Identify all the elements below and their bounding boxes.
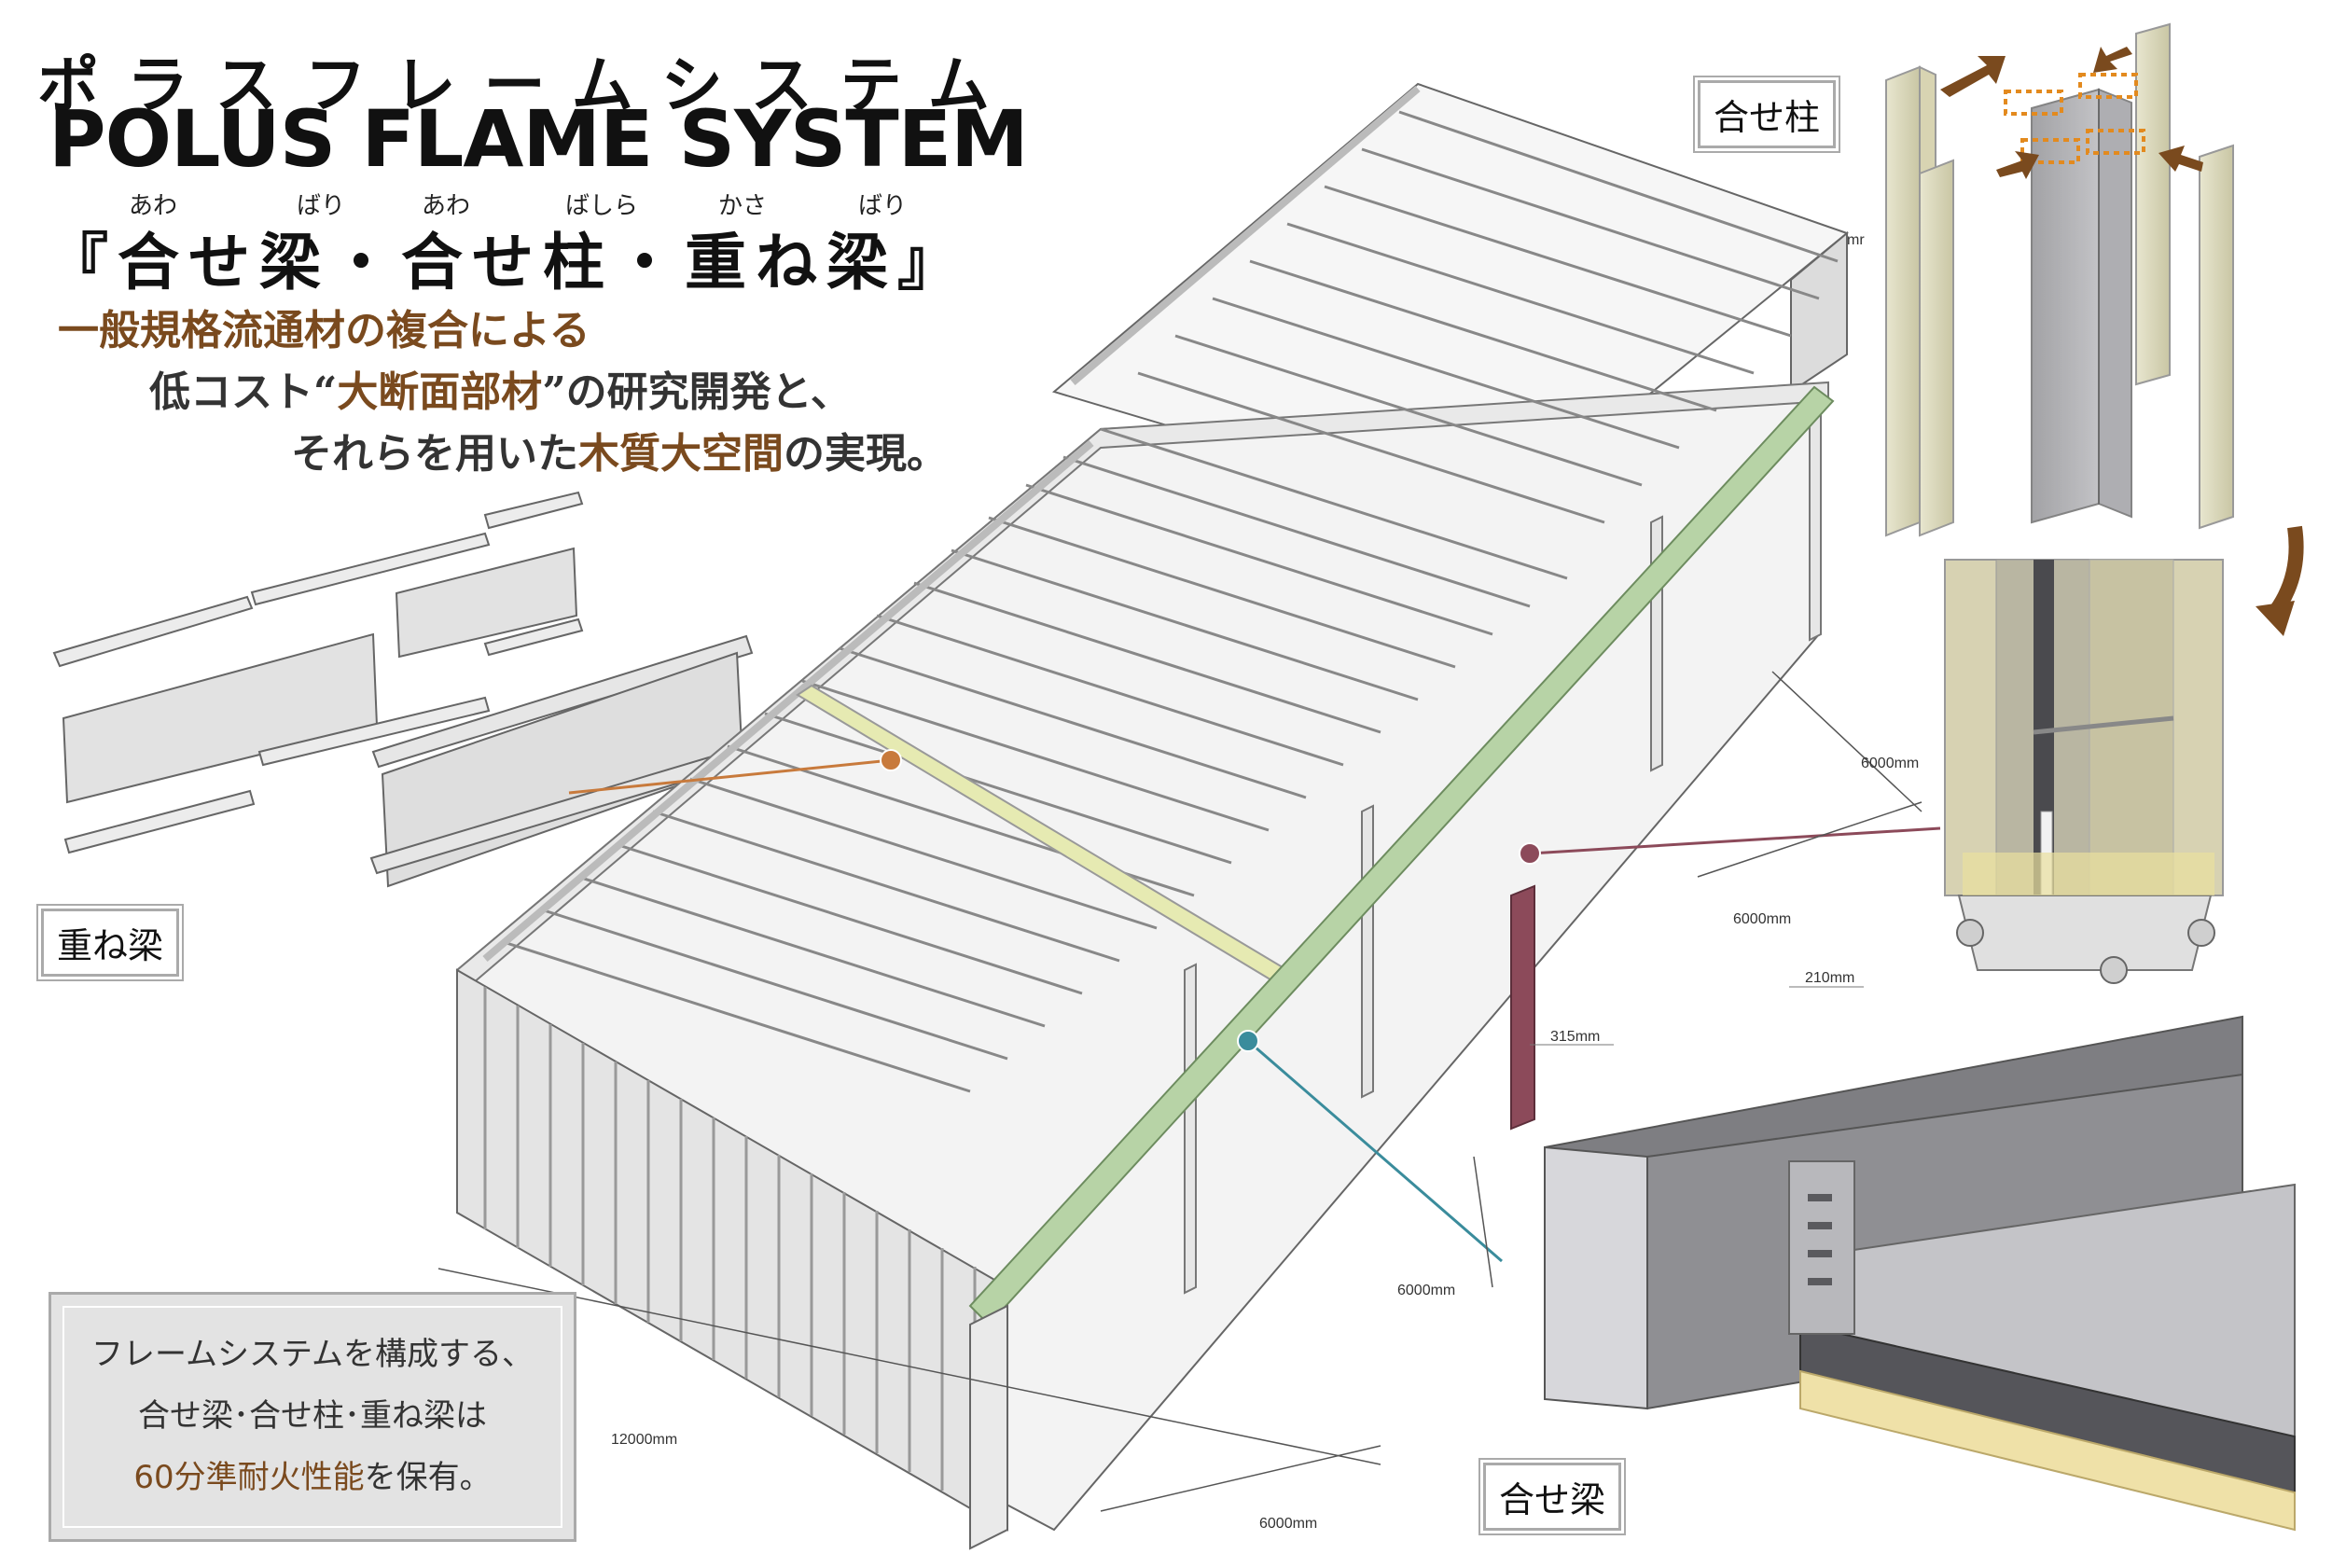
dim-6000-right: 6000mm xyxy=(1733,911,1791,927)
sub-title: 『合せ梁・合せ柱・重ね梁』 xyxy=(47,226,968,298)
dim-6000-mid: 6000mm xyxy=(1397,1283,1455,1298)
tagline-line2-highlight: 大断面部材 xyxy=(337,368,543,416)
composite-column-exploded xyxy=(1885,22,2234,537)
tagline-line2-post: ”の研究開発と、 xyxy=(542,368,852,416)
kana-title: ポラスフレームシステム xyxy=(37,49,1018,121)
dim-315: 315mm xyxy=(1550,1029,1600,1045)
label-composite-beam: 合せ梁 xyxy=(1483,1463,1622,1531)
tagline-line3-highlight: 木質大空間 xyxy=(578,430,784,478)
dim-210: 210mm xyxy=(1805,970,1854,986)
stacked-beam-parts xyxy=(52,491,754,888)
building-frame xyxy=(455,82,1850,1550)
dim-6000-bottom: 6000mm xyxy=(1259,1516,1317,1532)
dim-mr: mr xyxy=(1847,232,1865,248)
note-line3-post: を保有。 xyxy=(364,1459,492,1496)
ruby-bari-1: ばり xyxy=(297,192,346,220)
note-line1: フレームシステムを構成する、 xyxy=(91,1336,534,1373)
tagline-line2: 低コスト“大断面部材”の研究開発と、 xyxy=(149,358,852,418)
composite-column-highlight xyxy=(1510,884,1535,1131)
ruby-awa-2: あわ xyxy=(422,192,471,220)
leader-stacked-beam xyxy=(568,758,892,795)
label-stacked-beam: 重ね梁 xyxy=(41,909,180,977)
note-line3-highlight: 60分準耐火性能 xyxy=(133,1459,365,1496)
fire-resistance-note: フレームシステムを構成する、 合せ梁･合せ柱･重ね梁は 60分準耐火性能を保有。 xyxy=(49,1292,576,1542)
down-arrow-head xyxy=(2256,601,2295,636)
composite-column-detail xyxy=(1944,559,2224,984)
ruby-bashira: ばしら xyxy=(565,192,639,220)
note-line2: 合せ梁･合せ柱･重ね梁は xyxy=(138,1397,487,1435)
note-line3: 60分準耐火性能を保有。 xyxy=(64,1451,561,1497)
ruby-kasa: かさ xyxy=(718,192,768,220)
ruby-bari-2: ばり xyxy=(858,192,908,220)
leader-composite-beam xyxy=(1247,1039,1503,1263)
tagline-line3: それらを用いた木質大空間の実現。 xyxy=(291,420,948,479)
main-title: POLUS FLAME SYSTEM xyxy=(49,93,1029,185)
dim-6000-top: 6000mm xyxy=(1861,756,1919,771)
label-composite-column: 合せ柱 xyxy=(1698,80,1837,148)
leader-composite-column xyxy=(1529,826,1941,855)
marker-stacked-beam xyxy=(880,749,902,771)
marker-composite-column xyxy=(1519,842,1541,865)
dim-12000: 12000mm xyxy=(611,1432,677,1448)
composite-beam-detail xyxy=(1530,986,2296,1532)
tagline-line1: 一般規格流通材の複合による xyxy=(58,307,590,354)
tagline-line3-pre: それらを用いた xyxy=(291,430,578,478)
ruby-awa-1: あわ xyxy=(129,192,178,220)
tagline-line3-post: の実現。 xyxy=(784,430,948,478)
marker-composite-beam xyxy=(1237,1030,1259,1052)
tagline-line2-pre: 低コスト“ xyxy=(149,368,338,416)
